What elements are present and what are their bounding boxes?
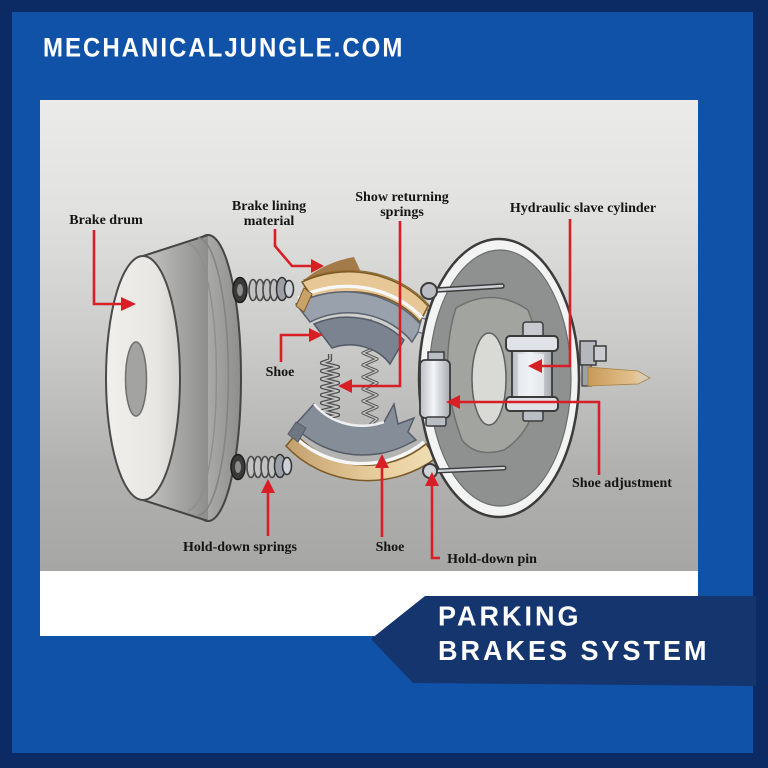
- label-returning-springs-line2: springs: [380, 205, 424, 220]
- label-hold-down-springs: Hold-down springs: [183, 540, 297, 555]
- banner-title-line1: PARKING: [438, 601, 582, 632]
- label-hydraulic-slave-cylinder: Hydraulic slave cylinder: [509, 201, 657, 216]
- banner-title: PARKING BRAKES SYSTEM: [438, 599, 710, 668]
- slave-cylinder-part: [505, 321, 559, 422]
- hold-down-spring-upper: [232, 276, 295, 304]
- label-returning-springs: Show returning springs: [355, 190, 448, 220]
- brake-shoe-top: [294, 257, 437, 366]
- label-shoe-adjustment: Shoe adjustment: [572, 476, 672, 491]
- backing-plate-part: [417, 237, 651, 519]
- label-brake-lining-line2: material: [243, 214, 295, 229]
- label-shoe-bottom: Shoe: [375, 540, 405, 555]
- diagram-panel: Brake drum Brake lining material Show re…: [40, 100, 698, 636]
- axle-spindle-part: [579, 340, 651, 387]
- brake-diagram-illustration: [92, 219, 651, 560]
- banner-title-line2: BRAKES SYSTEM: [438, 635, 710, 667]
- leader-lines: [92, 219, 601, 560]
- label-hold-down-pin: Hold-down pin: [447, 552, 537, 567]
- label-returning-springs-line1: Show returning: [355, 190, 449, 205]
- leader-arrowheads: [121, 259, 542, 493]
- label-brake-drum: Brake drum: [69, 213, 143, 228]
- label-brake-lining-line1: Brake lining: [231, 199, 307, 214]
- label-shoe-top: Shoe: [265, 365, 295, 380]
- hold-down-spring-lower: [230, 453, 293, 481]
- title-banner: PARKING BRAKES SYSTEM: [371, 596, 756, 686]
- brake-shoe-bottom: [284, 401, 438, 482]
- shoe-adjuster-part: [419, 351, 451, 427]
- brake-drum-part: [105, 234, 242, 522]
- label-brake-lining-material: Brake lining material: [232, 199, 306, 229]
- site-title: MECHANICALJUNGLE.COM: [43, 33, 405, 64]
